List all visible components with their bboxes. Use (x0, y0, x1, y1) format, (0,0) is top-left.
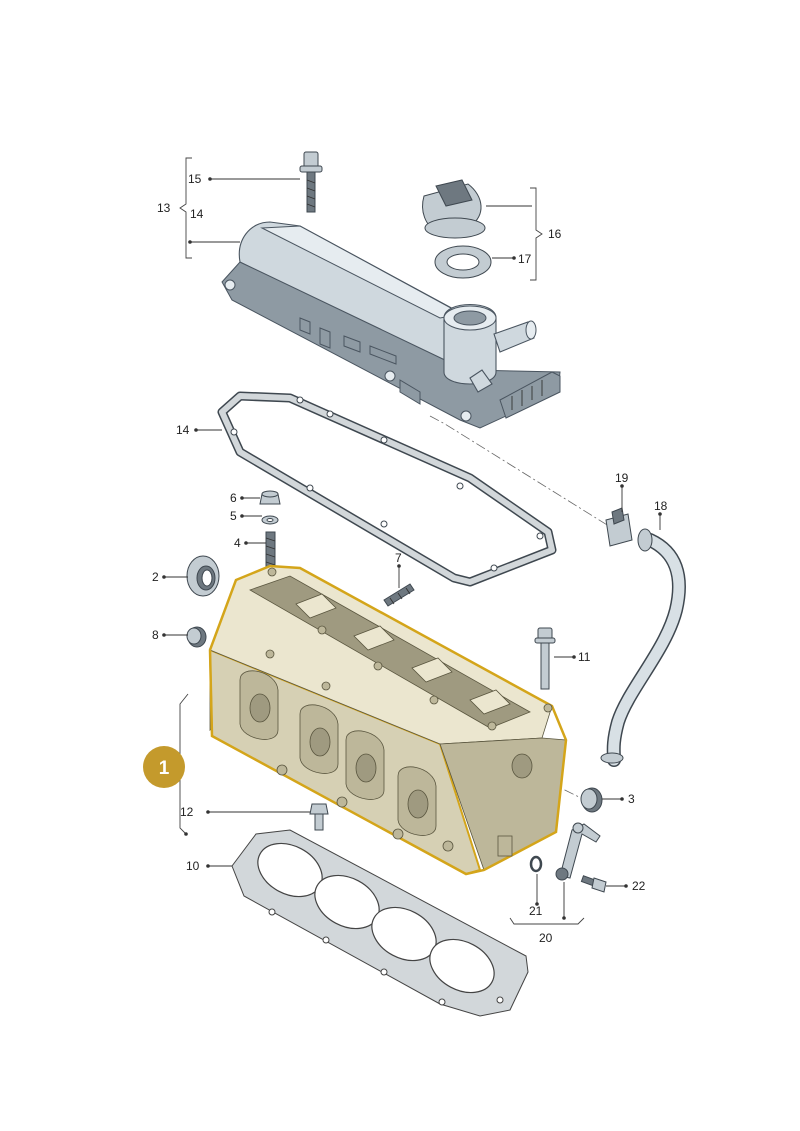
cover-gasket (217, 391, 557, 587)
hose-clamp (605, 507, 633, 547)
dowel-stud (383, 583, 415, 607)
callout-6: 6 (230, 491, 237, 505)
callout-7: 7 (395, 551, 402, 565)
badge-circle (143, 746, 185, 788)
callout-10: 10 (186, 859, 200, 873)
callout-18: 18 (654, 499, 668, 513)
mounting-bolt (309, 803, 329, 831)
cover-bolt (299, 151, 323, 213)
callout-22: 22 (632, 879, 646, 893)
callout-14-cover: 14 (190, 207, 204, 221)
callout-15: 15 (188, 172, 202, 186)
callout-2: 2 (152, 570, 159, 584)
cylinder-head-stud (265, 531, 276, 571)
cap-seal-ring (434, 245, 492, 279)
washer (261, 515, 279, 525)
nut (259, 490, 281, 505)
callout-17: 17 (518, 252, 532, 266)
cylinder-head-gasket (231, 829, 529, 1017)
oil-filler-cap (422, 179, 486, 239)
callout-14-gasket: 14 (176, 423, 190, 437)
valve-cover (221, 221, 561, 429)
leader-lines (162, 157, 662, 925)
callout-5: 5 (230, 509, 237, 523)
callout-labels: 15 13 14 16 17 14 6 5 4 19 18 7 2 8 11 3… (152, 172, 668, 945)
oil-seal (186, 555, 220, 597)
callout-11: 11 (578, 650, 591, 664)
breather-hose (600, 528, 686, 767)
sealing-plug (186, 626, 207, 648)
callout-8: 8 (152, 628, 159, 642)
callout-3: 3 (628, 792, 635, 806)
callout-4: 4 (234, 536, 241, 550)
callout-21: 21 (529, 904, 543, 918)
part-1-badge: 1 (143, 746, 185, 788)
callout-13: 13 (157, 201, 171, 215)
bracket-assembly (555, 822, 601, 881)
callout-16: 16 (548, 227, 562, 241)
callout-19: 19 (615, 471, 629, 485)
callout-20: 20 (539, 931, 553, 945)
sealing-cap (580, 787, 603, 813)
cylinder-head-bolt (534, 627, 556, 690)
o-ring (529, 855, 543, 873)
callout-12: 12 (180, 805, 194, 819)
bracket-bolt (580, 875, 607, 893)
cylinder-head (208, 564, 568, 876)
callout-1: 1 (159, 758, 170, 779)
